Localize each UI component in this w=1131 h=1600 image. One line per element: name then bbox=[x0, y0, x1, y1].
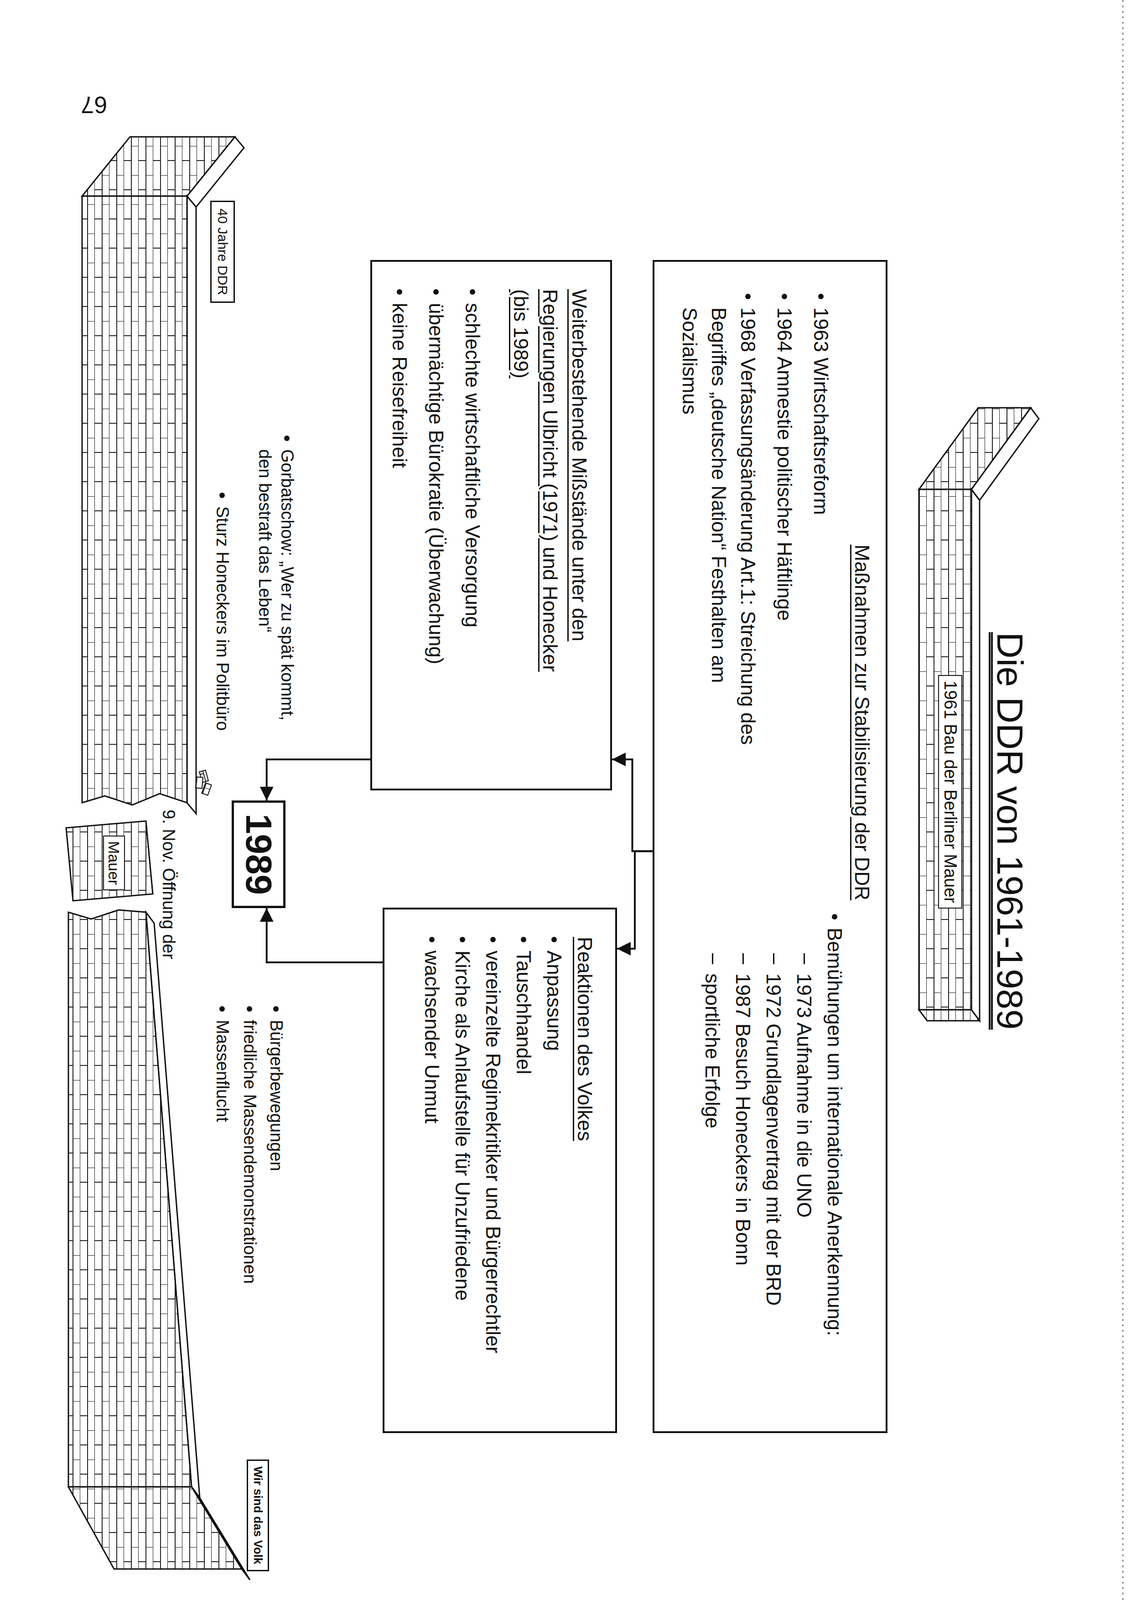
box-heading: Weiterbestehende Mißstände unter den Reg… bbox=[506, 289, 594, 691]
note-text: Bürgerbewegungen bbox=[264, 1019, 288, 1172]
banner-text: Wir sind das Volk bbox=[250, 1466, 265, 1565]
list-item: Anpassung bbox=[539, 950, 569, 1051]
wall-face bbox=[82, 196, 187, 805]
list-item: 1963 Wirtschaftsreform bbox=[806, 307, 836, 515]
wall-debris bbox=[195, 776, 203, 789]
list-item: sportliche Erfolge bbox=[697, 973, 727, 1129]
page-number: 67 bbox=[80, 88, 108, 120]
note-text: 9. Nov. Öffnung der bbox=[157, 809, 180, 960]
wall-label: Mauer bbox=[103, 835, 125, 891]
wall-end bbox=[918, 1009, 980, 1021]
wall-bend bbox=[82, 136, 235, 197]
wall-top-strip bbox=[971, 489, 980, 1021]
connector-arrow bbox=[266, 759, 371, 801]
note-text: Massenflucht bbox=[211, 1019, 234, 1122]
connector-arrow bbox=[617, 850, 653, 949]
list-item: Bemühungen um internationale Anerkennung… bbox=[819, 927, 850, 1336]
wall-debris bbox=[201, 782, 212, 795]
list-item: 1964 Amnestie politischer Häftlinge bbox=[769, 307, 799, 621]
content-box: Reaktionen des VolkesAnpassungTauschhand… bbox=[382, 907, 618, 1433]
list-item: 1968 Verfassungsänderung Art.1: Streichu… bbox=[675, 307, 763, 764]
banner-text: 40 Jahre DDR bbox=[214, 208, 231, 296]
wall-bend bbox=[68, 1486, 242, 1569]
content-box: Maßnahmen zur Stabilisierung der DDR 1963… bbox=[652, 259, 888, 1433]
list-item: schlechte wirtschaftliche Versorgung bbox=[457, 302, 488, 628]
banner-box: Wir sind das Volk bbox=[246, 1459, 270, 1572]
box-heading: Reaktionen des Volkes bbox=[570, 936, 600, 1142]
list-item: vereinzelte Regimekritiker und Bürgerrec… bbox=[478, 950, 508, 1354]
list-item: 1972 Grundlagenvertrag mit der BRD bbox=[758, 973, 789, 1306]
diagram-title: Die DDR von 1961-1989 bbox=[989, 632, 1030, 1030]
list-item: übermächtige Bürokratie (Überwachung) bbox=[421, 302, 451, 665]
year-text: 1989 bbox=[236, 813, 281, 895]
note-text: Sturz Honeckers im Politbüro bbox=[211, 506, 234, 731]
wall-label: 1961 Bau der Berliner Mauer bbox=[938, 674, 963, 909]
wall-top-strip bbox=[186, 196, 197, 814]
wall-face bbox=[68, 909, 192, 1487]
connector-arrow bbox=[266, 907, 383, 963]
list-item: 1973 Aufnahme in die UNO bbox=[789, 973, 819, 1218]
content-box: Weiterbestehende Mißstände unter den Reg… bbox=[370, 259, 613, 791]
list-item: Kirche als Anlaufstelle für Unzufriedene bbox=[447, 950, 478, 1301]
perforation-line bbox=[1122, 0, 1124, 1600]
note-text: Gorbatschow: „Wer zu spät kommt, den bes… bbox=[253, 449, 299, 742]
connector-arrow bbox=[612, 759, 653, 851]
note-text: friedliche Massendemonstrationen bbox=[238, 1019, 261, 1284]
year-box: 1989 bbox=[231, 800, 286, 908]
wall-broken-piece bbox=[66, 820, 153, 901]
banner-box: 40 Jahre DDR bbox=[210, 200, 235, 303]
list-item: Tauschhandel bbox=[508, 950, 539, 1075]
list-item: 1987 Besuch Honeckers in Bonn bbox=[728, 973, 758, 1266]
wall-face bbox=[918, 489, 972, 1010]
list-item: keine Reisefreiheit bbox=[384, 302, 415, 468]
box-heading: Maßnahmen zur Stabilisierung der DDR bbox=[847, 544, 877, 901]
wall-bend bbox=[918, 407, 1031, 490]
list-item: wachsender Unmut bbox=[417, 950, 447, 1124]
